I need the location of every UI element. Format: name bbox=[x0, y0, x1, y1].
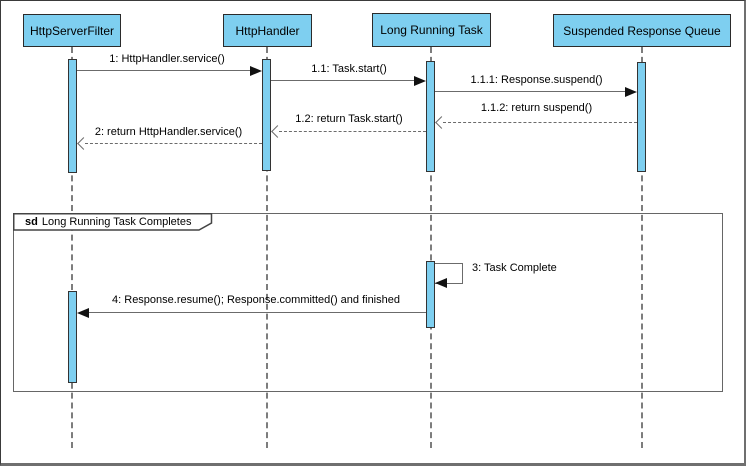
message-line-1-1 bbox=[271, 80, 415, 81]
activation-suspended-response-queue bbox=[637, 62, 646, 172]
message-arrowhead-1-1 bbox=[414, 76, 426, 86]
message-label-1-1: 1.1: Task.start() bbox=[311, 63, 387, 75]
message-line-1-2 bbox=[279, 131, 426, 132]
lifeline-long-running-task bbox=[430, 47, 432, 448]
message-arrowhead-1-1-2 bbox=[435, 116, 448, 129]
message-arrowhead-2 bbox=[77, 137, 90, 150]
fragment-operator: sd bbox=[25, 216, 38, 228]
message-line-1 bbox=[77, 70, 253, 71]
message-label-2: 2: return HttpHandler.service() bbox=[94, 126, 243, 138]
activation-httpserverfilter-2 bbox=[68, 291, 77, 383]
message-line-1-1-2 bbox=[443, 122, 637, 123]
lifeline-httpserverfilter bbox=[71, 47, 73, 448]
activation-httphandler bbox=[262, 59, 271, 171]
message-label-3: 3: Task Complete bbox=[472, 262, 557, 274]
activation-long-running-task-1 bbox=[426, 61, 435, 172]
message-label-1: 1: HttpHandler.service() bbox=[109, 53, 225, 65]
activation-long-running-task-2 bbox=[426, 261, 435, 328]
actor-label: Long Running Task bbox=[380, 23, 483, 37]
lifeline-suspended-response-queue bbox=[641, 47, 643, 448]
message-arrowhead-1 bbox=[250, 66, 262, 76]
message-line-2 bbox=[85, 143, 262, 144]
actor-label: HttpHandler bbox=[235, 23, 300, 38]
actor-httpserverfilter: HttpServerFilter bbox=[23, 14, 121, 47]
actor-httphandler: HttpHandler bbox=[223, 14, 312, 47]
message-label-1-1-2: 1.1.2: return suspend() bbox=[480, 102, 593, 114]
message-label-1-1-1: 1.1.1: Response.suspend() bbox=[470, 74, 603, 86]
actor-long-running-task: Long Running Task bbox=[372, 13, 491, 47]
lifeline-httphandler bbox=[266, 47, 268, 448]
actor-label: Suspended Response Queue bbox=[563, 23, 721, 38]
message-label-1-2: 1.2: return Task.start() bbox=[295, 113, 403, 125]
message-label-4: 4: Response.resume(); Response.committed… bbox=[112, 294, 400, 306]
activation-httpserverfilter-1 bbox=[68, 59, 77, 173]
fragment-label-pentagon bbox=[13, 213, 213, 231]
fragment-sd-box bbox=[13, 213, 723, 392]
actor-suspended-response-queue: Suspended Response Queue bbox=[553, 14, 731, 47]
message-arrowhead-1-2 bbox=[271, 125, 284, 138]
fragment-name: Long Running Task Completes bbox=[41, 216, 192, 228]
message-line-1-1-1 bbox=[435, 91, 626, 92]
actor-label: HttpServerFilter bbox=[29, 23, 115, 38]
message-arrowhead-4 bbox=[77, 308, 89, 318]
message-self-loop-3 bbox=[435, 263, 463, 284]
message-arrowhead-1-1-1 bbox=[625, 87, 637, 97]
message-line-4 bbox=[88, 312, 426, 313]
message-arrowhead-3 bbox=[435, 278, 447, 288]
